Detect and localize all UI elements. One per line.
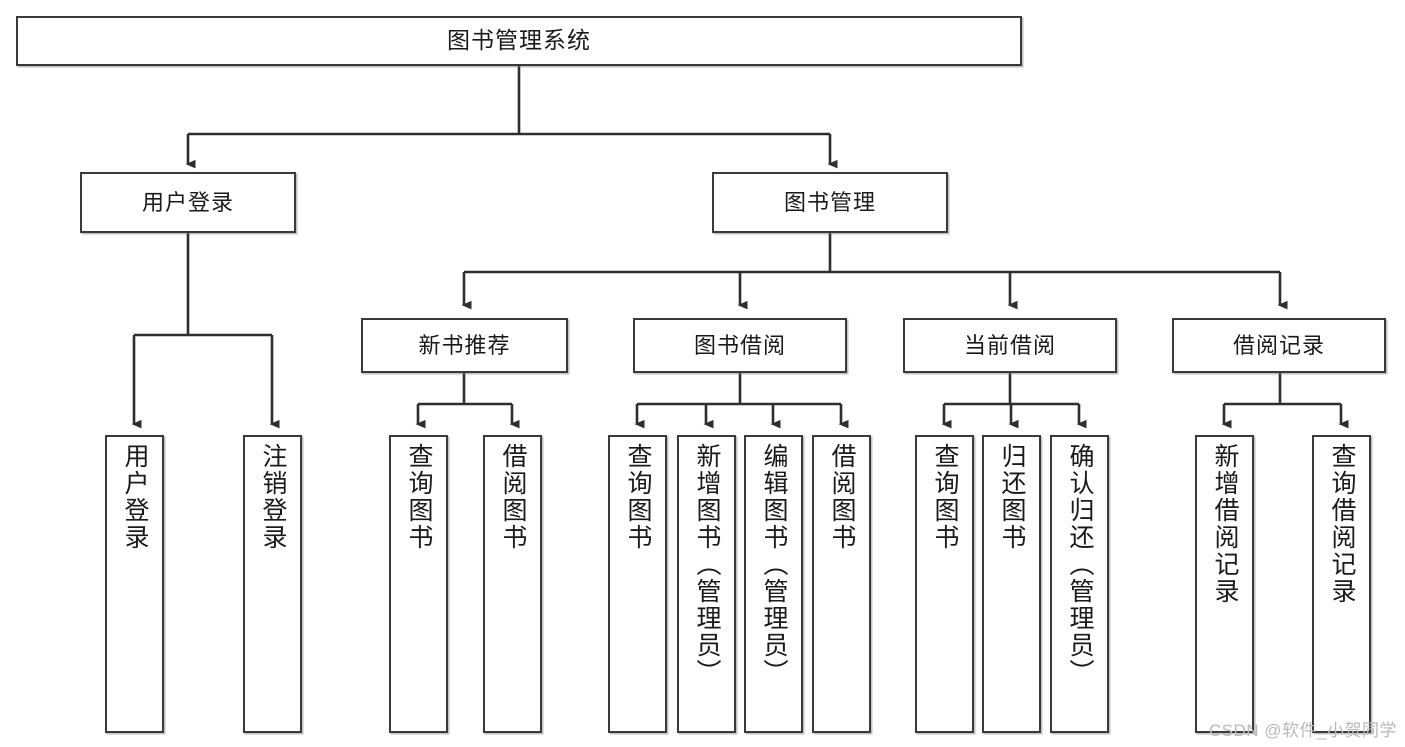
leaf-recommend-borrow-book[interactable]: 借阅图书 (483, 435, 542, 733)
node-label: 新书推荐 (418, 332, 511, 358)
node-label: 查询图书 (624, 443, 652, 551)
leaf-user-login-signout[interactable]: 注销登录 (243, 435, 302, 733)
node-book-management[interactable]: 图书管理 (712, 172, 948, 233)
node-label: 借阅图书 (499, 443, 527, 551)
leaf-record-search-record[interactable]: 查询借阅记录 (1312, 435, 1371, 733)
node-label: 图书借阅 (693, 332, 786, 358)
node-label: 用户登录 (141, 189, 234, 215)
leaf-borrow-search-book[interactable]: 查询图书 (608, 435, 667, 733)
node-label: 图书管理 (783, 189, 876, 215)
node-new-book-recommend[interactable]: 新书推荐 (361, 318, 568, 373)
node-label: 确认归还（管理员） (1066, 443, 1094, 686)
node-user-login[interactable]: 用户登录 (80, 172, 296, 233)
node-label: 新增借阅记录 (1211, 443, 1239, 605)
node-label: 查询图书 (931, 443, 959, 551)
leaf-record-add-record[interactable]: 新增借阅记录 (1195, 435, 1254, 733)
leaf-current-confirm-return-admin[interactable]: 确认归还（管理员） (1050, 435, 1109, 733)
node-label: 图书管理系统 (447, 27, 591, 54)
node-label: 借阅图书 (828, 443, 856, 551)
node-label: 注销登录 (259, 443, 287, 551)
node-label: 当前借阅 (963, 332, 1056, 358)
leaf-borrow-borrow-book[interactable]: 借阅图书 (812, 435, 871, 733)
leaf-recommend-search-book[interactable]: 查询图书 (389, 435, 448, 733)
node-label: 借阅记录 (1232, 332, 1325, 358)
node-current-borrow[interactable]: 当前借阅 (903, 318, 1117, 373)
node-label: 查询借阅记录 (1328, 443, 1356, 605)
node-label: 归还图书 (998, 443, 1026, 551)
leaf-current-return-book[interactable]: 归还图书 (982, 435, 1041, 733)
leaf-borrow-add-book-admin[interactable]: 新增图书（管理员） (677, 435, 736, 733)
node-label: 用户登录 (121, 443, 149, 551)
node-root-system[interactable]: 图书管理系统 (16, 16, 1022, 66)
leaf-borrow-edit-book-admin[interactable]: 编辑图书（管理员） (744, 435, 803, 733)
leaf-current-search-book[interactable]: 查询图书 (915, 435, 974, 733)
node-book-borrow[interactable]: 图书借阅 (633, 318, 847, 373)
leaf-user-login-signin[interactable]: 用户登录 (105, 435, 164, 733)
node-label: 查询图书 (405, 443, 433, 551)
node-borrow-record[interactable]: 借阅记录 (1172, 318, 1386, 373)
node-label: 编辑图书（管理员） (760, 443, 788, 686)
node-label: 新增图书（管理员） (693, 443, 721, 686)
